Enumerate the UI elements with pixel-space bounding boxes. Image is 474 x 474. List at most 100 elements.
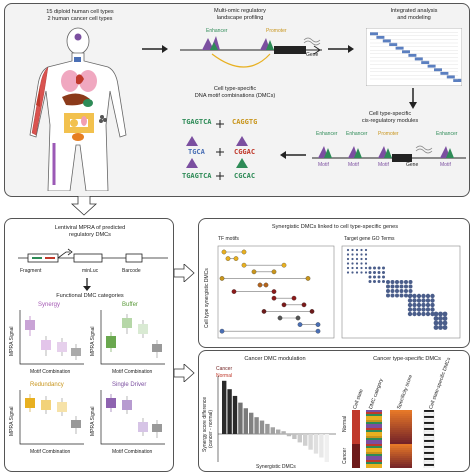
tf-dot <box>295 315 301 321</box>
analysis-heatmap <box>366 28 462 86</box>
category-cell <box>366 428 382 430</box>
cancer-bar <box>249 412 254 434</box>
enhancer-label: Enhancer <box>206 28 228 34</box>
go-dot <box>430 307 435 312</box>
tf-dot <box>277 315 283 321</box>
go-dot <box>368 275 372 279</box>
analysis-title-line2: and modeling <box>397 15 431 21</box>
go-dot <box>351 262 354 265</box>
go-dot <box>399 284 404 289</box>
specificity-cell <box>390 410 412 412</box>
heatmap-cell <box>395 46 404 50</box>
go-dot <box>382 271 385 274</box>
synergistic-title: Synergistic DMCs linked to cell type-spe… <box>271 224 399 230</box>
go-dot <box>442 311 448 317</box>
category-cell <box>366 424 382 426</box>
specificity-cell <box>390 424 412 426</box>
go-dot <box>382 266 385 270</box>
mpra-construct-diagram <box>18 248 168 263</box>
cancer-bar <box>243 408 248 434</box>
go-dot <box>355 271 359 274</box>
tf-dot <box>219 276 225 281</box>
go-dot <box>351 271 354 274</box>
tf-dot <box>271 295 277 301</box>
tf-dot <box>305 276 311 281</box>
go-dot <box>412 311 417 317</box>
go-dot <box>404 284 408 289</box>
go-dot <box>421 302 426 308</box>
legend-normal: Normal <box>216 373 233 379</box>
go-dot <box>395 289 399 293</box>
single-driver-xlabel: Motif Combination <box>112 449 153 455</box>
dmc-logo-right-1: CAGGTG <box>232 118 258 126</box>
category-cell <box>366 436 382 438</box>
state-cell <box>423 423 435 427</box>
heatmap-cell <box>389 42 398 46</box>
module-enhancer-2: Enhancer <box>346 131 368 137</box>
go-dot <box>346 253 350 256</box>
state-cell <box>423 429 435 433</box>
tf-dot <box>233 256 239 261</box>
go-dot <box>368 266 372 270</box>
tf-dot <box>257 282 263 288</box>
cancer-bar <box>265 423 270 434</box>
go-dot <box>430 298 435 303</box>
redundancy-xlabel: Motif Combination <box>30 449 71 455</box>
specificity-cell <box>390 462 412 464</box>
tf-dot <box>219 328 225 334</box>
go-dot <box>390 293 395 298</box>
tf-dot <box>261 309 267 314</box>
arrow-to-cancer <box>174 364 195 382</box>
go-dot <box>425 298 431 303</box>
go-dot <box>360 257 363 261</box>
go-dot <box>442 320 448 326</box>
arrow-to-dmcs <box>280 151 306 159</box>
state-cell <box>423 415 435 419</box>
modules-locus-diagram <box>312 145 466 162</box>
analysis-title-line1: Integrated analysis <box>390 8 438 14</box>
tf-dot <box>301 302 307 308</box>
state-cell <box>423 437 435 441</box>
go-dot <box>408 280 413 284</box>
cancer-bar <box>227 389 232 434</box>
state-cell <box>423 443 435 447</box>
modules-title-line2: cis-regulatory modules <box>361 118 419 124</box>
category-cell <box>366 466 382 468</box>
go-dot <box>425 307 431 312</box>
go-dot <box>430 293 435 299</box>
cancer-specific-title: Cancer type-specific DMCs <box>373 356 441 362</box>
category-cell <box>366 440 382 442</box>
synergy-label: Synergy <box>38 302 61 308</box>
state-cell <box>423 410 435 413</box>
go-dot <box>416 307 422 312</box>
specificity-cell <box>390 454 412 456</box>
go-dot <box>351 257 354 261</box>
tf-dot <box>225 256 231 261</box>
heatmap-cell <box>408 53 417 57</box>
go-dot <box>399 289 404 293</box>
go-dot <box>346 248 350 252</box>
specificity-cell <box>390 440 412 442</box>
buffer-ylabel: MPRA Signal <box>90 326 96 356</box>
module-promoter: Promoter <box>378 131 399 137</box>
go-dot <box>425 302 431 308</box>
dmc-plus-signs <box>216 120 224 180</box>
state-cell <box>423 449 435 453</box>
specificity-cell <box>390 438 412 440</box>
buffer-label: Buffer <box>122 302 138 308</box>
go-dot <box>433 325 439 330</box>
redundancy-ylabel: MPRA Signal <box>9 406 15 436</box>
heatmap-cell <box>376 35 385 39</box>
cancer-bar <box>222 380 227 434</box>
go-dot <box>433 316 439 321</box>
dmc-motif-glyphs <box>186 136 248 168</box>
go-dot <box>421 293 426 299</box>
go-dot <box>438 320 443 326</box>
specificity-cell <box>390 414 412 416</box>
specificity-cell <box>390 452 412 454</box>
state-cell <box>423 413 435 417</box>
go-dot <box>425 293 431 299</box>
state-cell <box>423 463 435 467</box>
category-cell <box>366 446 382 448</box>
single-driver-boxplot <box>100 390 165 445</box>
